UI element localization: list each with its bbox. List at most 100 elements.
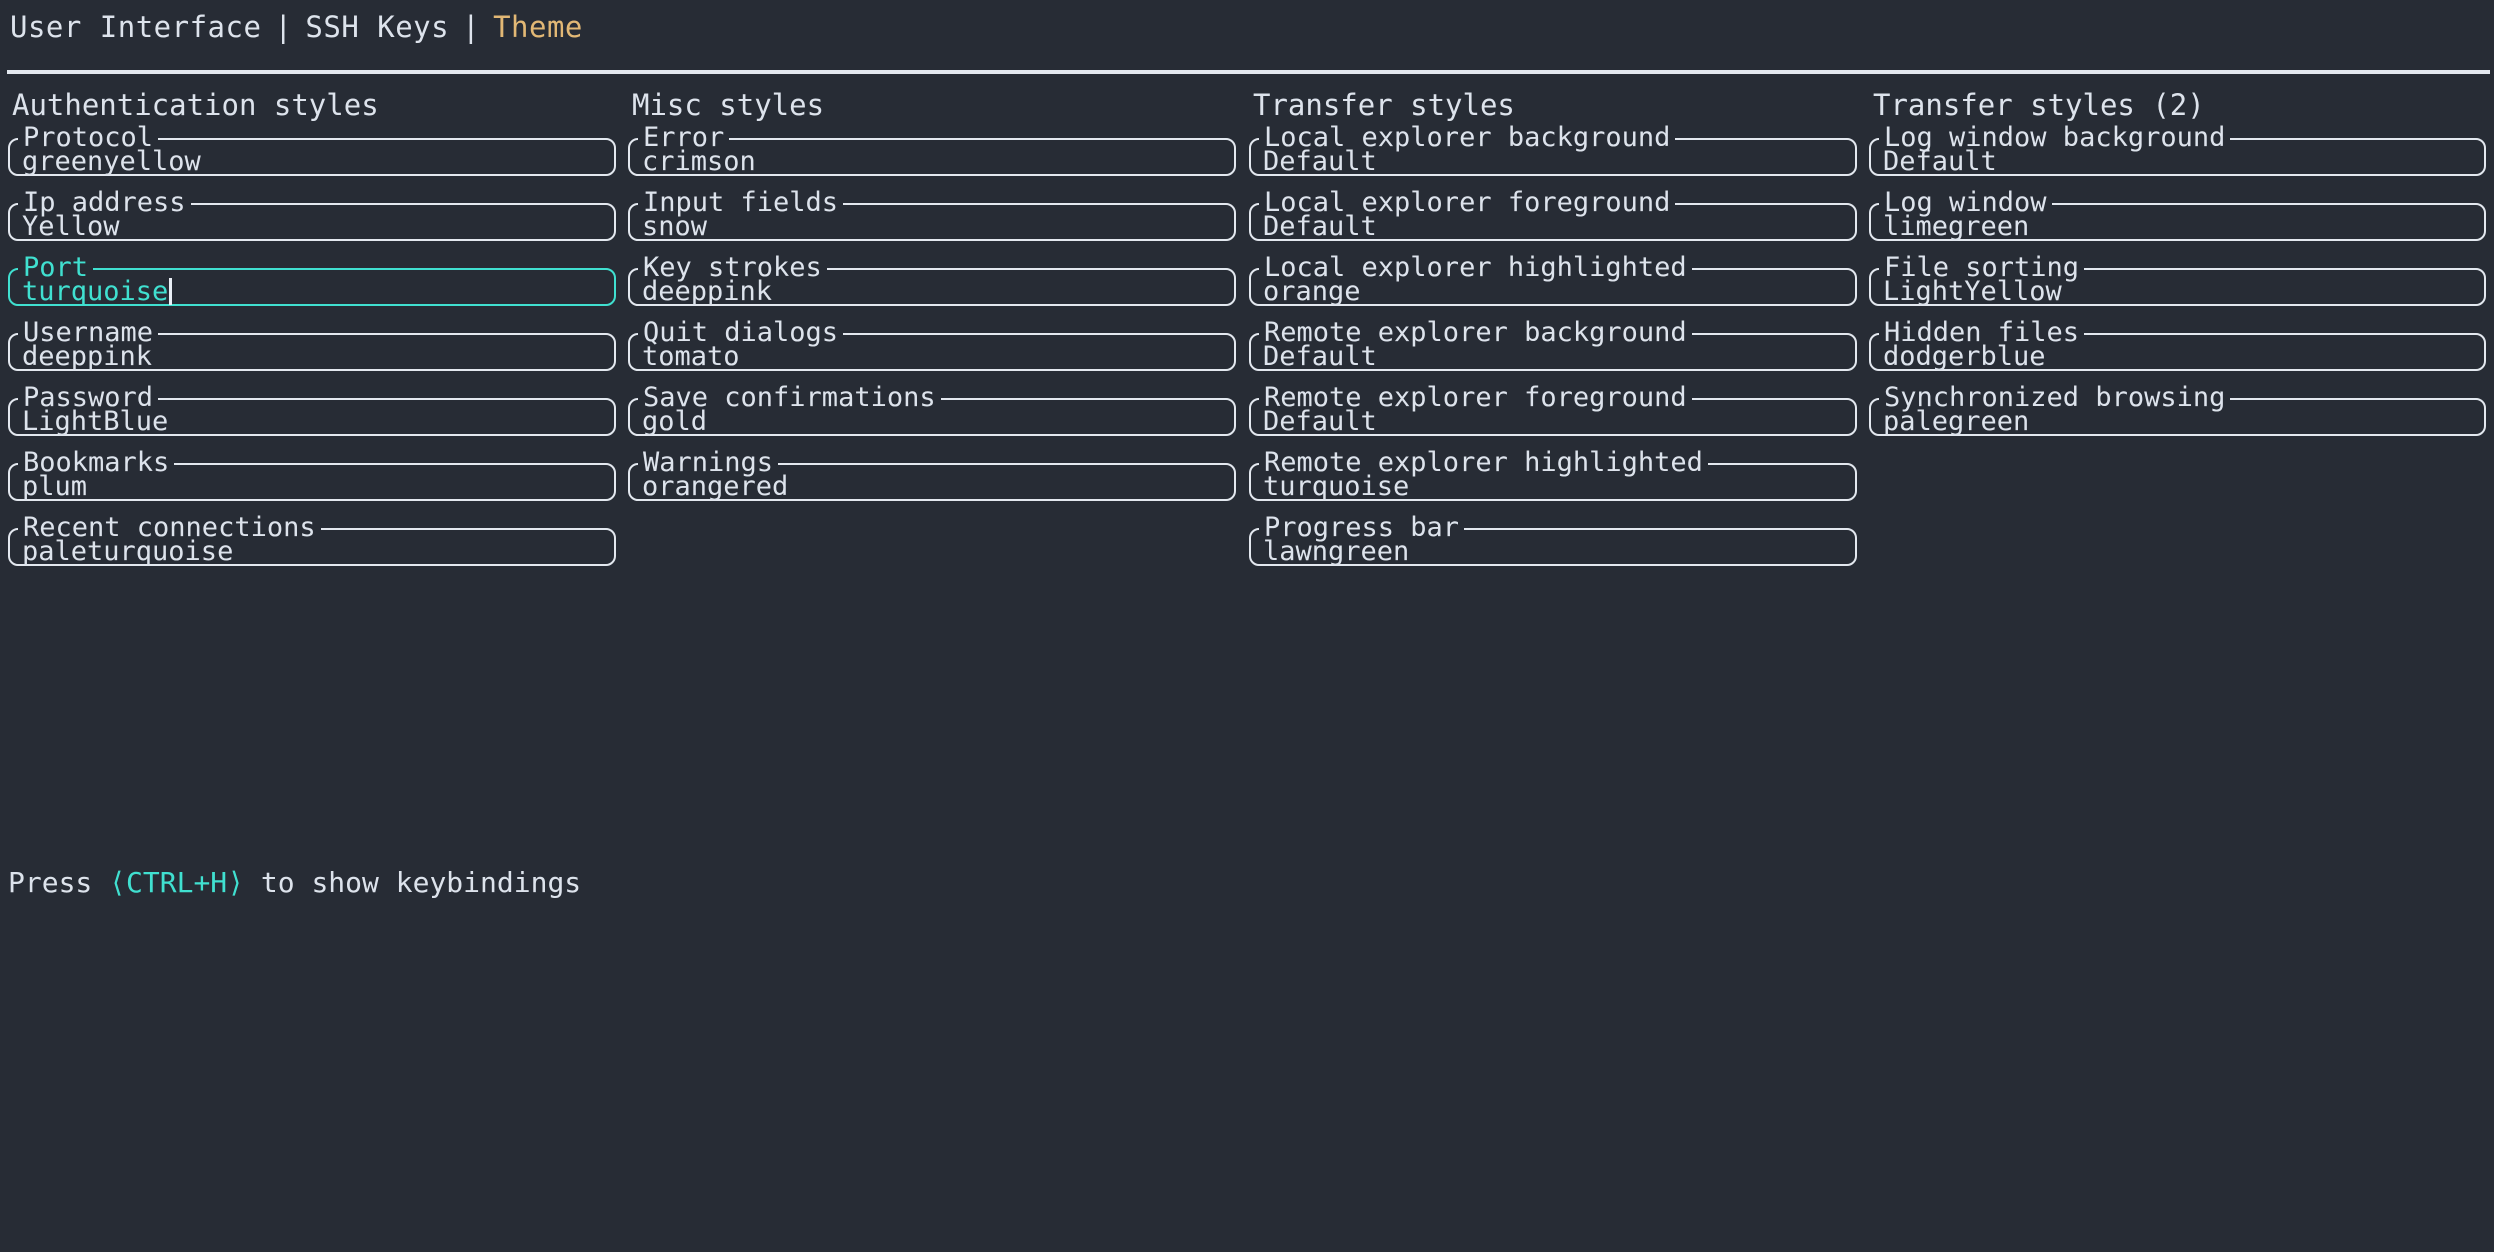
- field-value[interactable]: Default: [1263, 212, 1377, 242]
- field-frame: [628, 463, 1236, 501]
- field-value[interactable]: Default: [1263, 407, 1377, 437]
- field-label: Bookmarks: [20, 448, 173, 478]
- field-frame: [8, 463, 616, 501]
- field-value-text: dodgerblue: [1883, 341, 2046, 372]
- field-label: Port: [20, 253, 92, 283]
- nav-tab-ssh-keys[interactable]: SSH Keys: [305, 10, 450, 44]
- field-label: Save confirmations: [640, 383, 939, 413]
- field-label: Key strokes: [640, 253, 825, 283]
- field-frame: [1869, 203, 2486, 241]
- field-value-text: Default: [1263, 146, 1377, 177]
- field-value[interactable]: palegreen: [1883, 407, 2029, 437]
- field-value-text: palegreen: [1883, 406, 2030, 437]
- nav-tab-user-interface[interactable]: User Interface: [10, 10, 262, 44]
- nav-tab-theme[interactable]: Theme: [493, 10, 583, 44]
- field-value-text: LightYellow: [1883, 276, 2062, 307]
- field-value-text: tomato: [642, 341, 740, 372]
- field-value[interactable]: deeppink: [642, 277, 772, 307]
- field-value-text: Default: [1263, 341, 1377, 372]
- field-value[interactable]: Yellow: [22, 212, 120, 242]
- field-frame: [628, 203, 1236, 241]
- field-value[interactable]: LightBlue: [22, 407, 168, 437]
- field-value[interactable]: snow: [642, 212, 707, 242]
- field-value[interactable]: dodgerblue: [1883, 342, 2046, 372]
- field-value-text: plum: [22, 471, 88, 502]
- field-frame: [8, 268, 616, 306]
- field-value[interactable]: crimson: [642, 147, 756, 177]
- field-value[interactable]: gold: [642, 407, 707, 437]
- field-label: Local explorer foreground: [1261, 188, 1674, 218]
- field-frame: [8, 398, 616, 436]
- field-value[interactable]: Default: [1883, 147, 1997, 177]
- field-label: Password: [20, 383, 157, 413]
- field-label: Protocol: [20, 123, 157, 153]
- field-value-text: LightBlue: [22, 406, 169, 437]
- field-label: Remote explorer background: [1261, 318, 1690, 348]
- field-value[interactable]: paleturquoise: [22, 537, 233, 567]
- field-value[interactable]: Default: [1263, 147, 1377, 177]
- header-divider: [7, 70, 2490, 74]
- field-label: File sorting: [1881, 253, 2083, 283]
- field-value[interactable]: turquoise: [22, 277, 173, 307]
- field-value[interactable]: greenyellow: [22, 147, 201, 177]
- field-label: Error: [640, 123, 728, 153]
- field-value[interactable]: orangered: [642, 472, 788, 502]
- field-frame: [1869, 333, 2486, 371]
- field-frame: [1249, 528, 1857, 566]
- field-label: Input fields: [640, 188, 842, 218]
- field-label: Warnings: [640, 448, 777, 478]
- field-frame: [628, 268, 1236, 306]
- field-value[interactable]: tomato: [642, 342, 740, 372]
- field-value[interactable]: Default: [1263, 342, 1377, 372]
- field-label: Local explorer background: [1261, 123, 1674, 153]
- field-value-text: crimson: [642, 146, 756, 177]
- field-value[interactable]: plum: [22, 472, 87, 502]
- field-label: Ip address: [20, 188, 189, 218]
- field-value-text: limegreen: [1883, 211, 2030, 242]
- text-cursor: [169, 278, 173, 305]
- field-label: Log window: [1881, 188, 2050, 218]
- hint-key: ⟨CTRL+H⟩: [109, 866, 245, 899]
- column-title: Authentication styles: [12, 88, 379, 122]
- field-value[interactable]: turquoise: [1263, 472, 1409, 502]
- field-value[interactable]: orange: [1263, 277, 1361, 307]
- field-frame: [628, 333, 1236, 371]
- field-value[interactable]: deeppink: [22, 342, 152, 372]
- style-column-3: Transfer styles (2)Log window background…: [1869, 88, 2486, 450]
- hint-suffix: to show keybindings: [260, 866, 582, 899]
- field-value[interactable]: limegreen: [1883, 212, 2029, 242]
- field-value-text: lawngreen: [1263, 536, 1410, 567]
- field-value[interactable]: lawngreen: [1263, 537, 1409, 567]
- field-frame: [8, 333, 616, 371]
- field-label: Username: [20, 318, 157, 348]
- field-value[interactable]: LightYellow: [1883, 277, 2062, 307]
- field-value-text: Default: [1263, 211, 1377, 242]
